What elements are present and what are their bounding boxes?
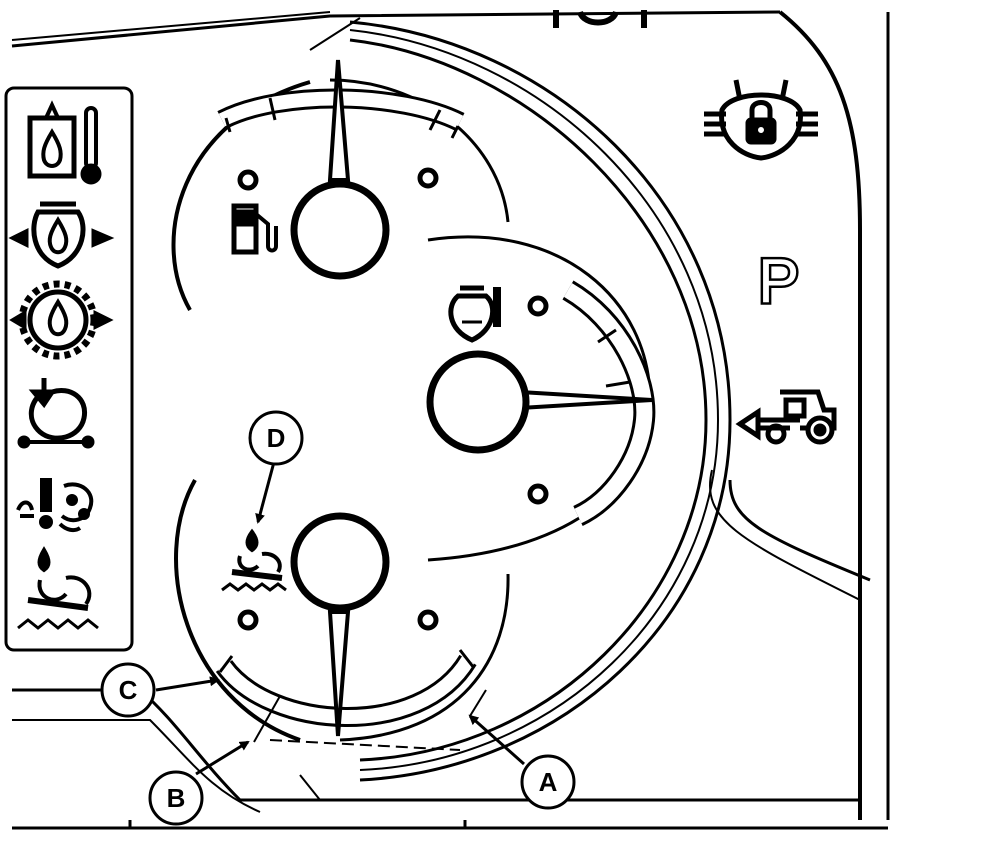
hydraulic-oil-temp-icon bbox=[17, 546, 99, 630]
hydraulic-warning-icon bbox=[16, 478, 94, 533]
callout-leaders bbox=[155, 461, 525, 776]
callout-label-c: C bbox=[119, 675, 138, 705]
fuel-gauge-hub bbox=[290, 180, 390, 280]
right-indicator-column: P bbox=[704, 79, 837, 445]
callout-b: B bbox=[148, 770, 204, 826]
coolant-gauge-icon bbox=[448, 285, 501, 343]
fuel-gauge bbox=[217, 59, 465, 280]
coolant-gauge bbox=[426, 280, 656, 526]
engine-oil-pressure-icon bbox=[8, 201, 115, 269]
air-filter-icon bbox=[17, 378, 95, 449]
hydraulic-gauge-needle bbox=[327, 610, 351, 737]
hydraulic-gauge-hub bbox=[290, 512, 390, 612]
hydraulic-gauge-icon bbox=[221, 528, 287, 592]
gauge-cluster-housing bbox=[171, 20, 732, 782]
coolant-gauge-hub bbox=[426, 350, 530, 454]
park-label: P bbox=[758, 247, 799, 316]
park-lock-icon bbox=[704, 79, 818, 161]
park-indicator-icon: P bbox=[756, 245, 802, 319]
fuel-gauge-needle bbox=[327, 59, 351, 182]
reverse-tractor-icon bbox=[735, 389, 837, 445]
callout-d: D bbox=[248, 410, 304, 466]
transmission-oil-pressure-icon bbox=[9, 280, 114, 360]
callout-label-d: D bbox=[267, 423, 286, 453]
callout-a: A bbox=[520, 754, 576, 810]
callout-label-b: B bbox=[167, 783, 186, 813]
left-warning-panel bbox=[4, 86, 134, 652]
fuel-icon bbox=[231, 203, 278, 255]
callout-label-a: A bbox=[539, 767, 558, 797]
callout-c: C bbox=[100, 662, 156, 718]
hydraulic-gauge bbox=[215, 512, 477, 737]
top-edge-icon bbox=[553, 10, 647, 28]
coolant-temp-icon bbox=[27, 100, 102, 185]
